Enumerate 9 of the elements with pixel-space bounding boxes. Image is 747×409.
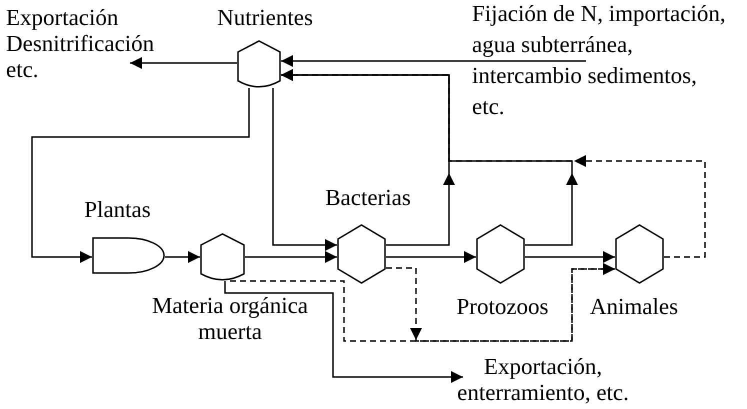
node-label: Plantas — [83, 197, 152, 223]
flow-text: Exportación Desnitrificación etc. — [6, 5, 156, 83]
node-label: Animales — [588, 294, 680, 320]
node-label: Bacterias — [324, 185, 412, 211]
node-label: Nutrientes — [216, 5, 314, 31]
node-label: Protozoos — [456, 294, 550, 320]
flow-text: Fijación de N, importación, agua subterránea, intercambio sedimentos, etc. — [472, 0, 727, 121]
flow-text: Exportación, enterramiento, etc. — [456, 354, 630, 406]
node-label: Materia orgánica muerta — [150, 293, 310, 345]
